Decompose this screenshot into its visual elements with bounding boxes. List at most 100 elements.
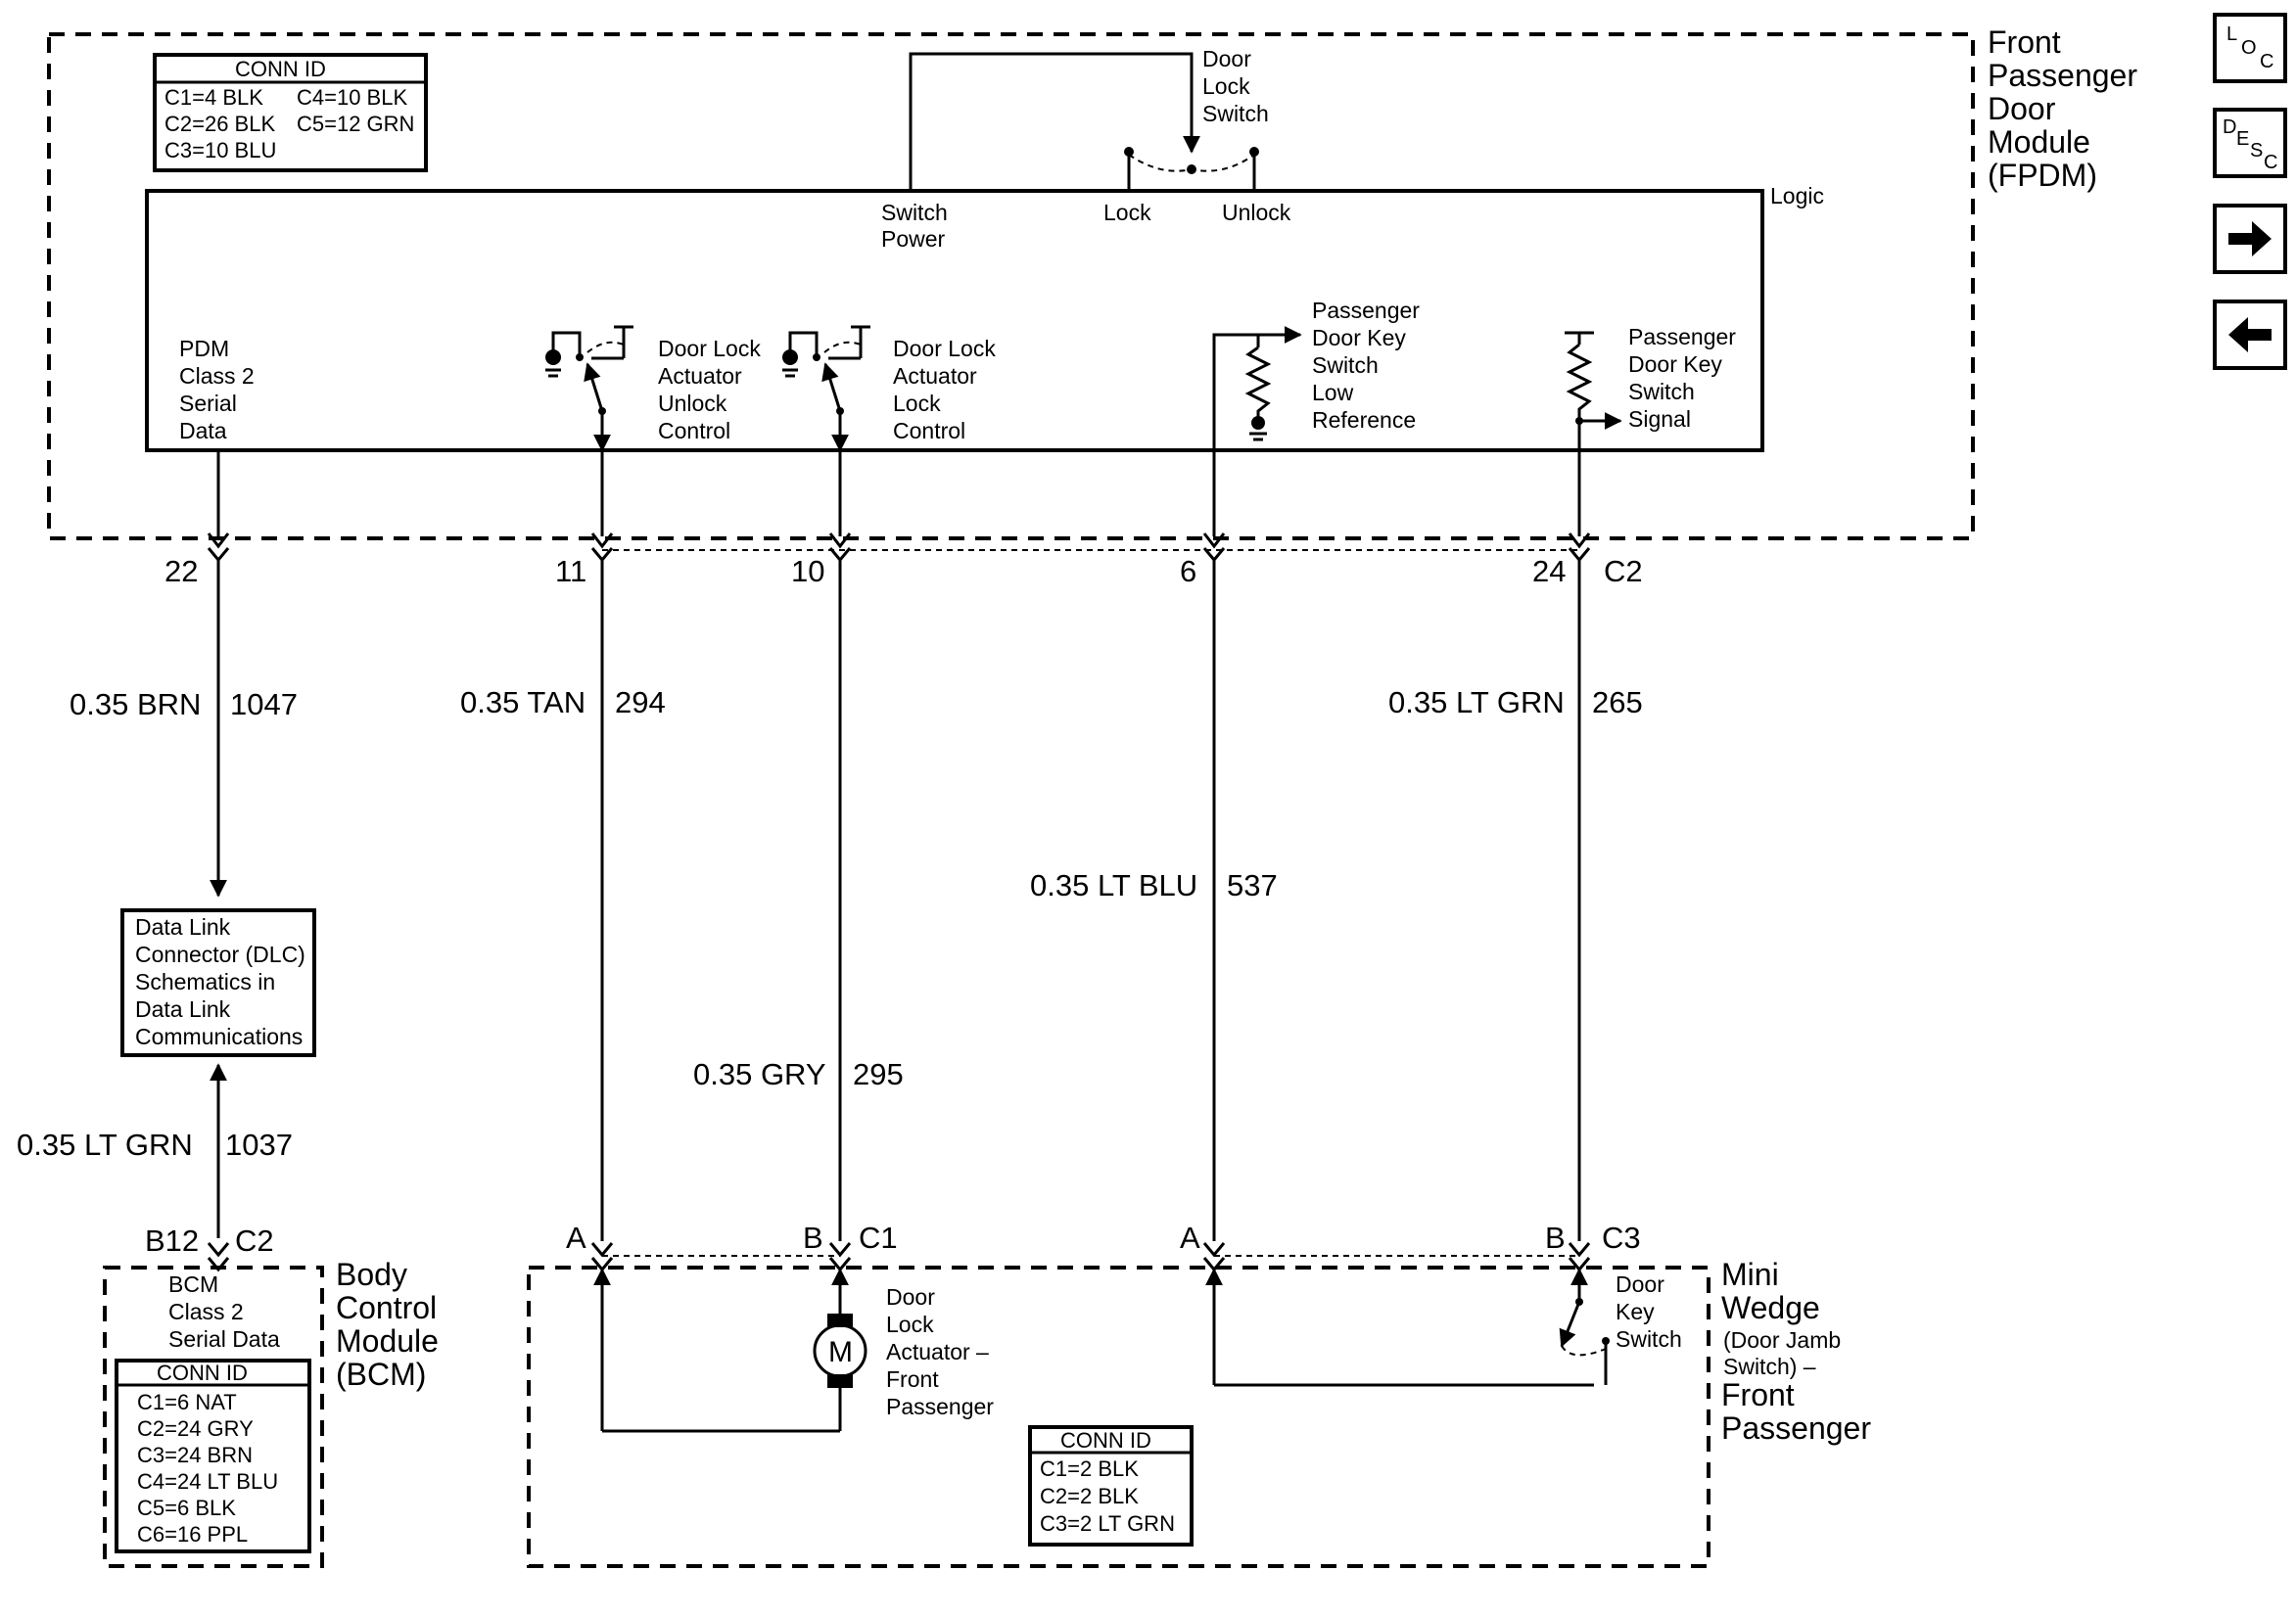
svg-text:Connector (DLC): Connector (DLC) (135, 942, 305, 967)
connector-c2-top: 22 11 10 6 24 C2 (164, 532, 1643, 588)
bcm-conn-c2: C2 (235, 1224, 274, 1258)
svg-text:Key: Key (1616, 1299, 1655, 1324)
svg-text:Switch: Switch (1312, 352, 1379, 378)
svg-text:C6=16 PPL: C6=16 PPL (137, 1522, 248, 1547)
wire-537-circuit: 537 (1227, 868, 1278, 902)
svg-text:Passenger: Passenger (1312, 298, 1420, 323)
fpdm-module: Front Passenger Door Module (FPDM) CONN … (47, 24, 2137, 540)
svg-text:C5=6 BLK: C5=6 BLK (137, 1496, 236, 1520)
switch-power-label-2: Power (881, 226, 946, 252)
mini-wedge-module: M Door Lock Actuator – Front Passenger D… (527, 1257, 1871, 1568)
wires (210, 450, 1581, 1241)
pin-6: 6 (1180, 554, 1196, 588)
svg-text:C1=4 BLK: C1=4 BLK (164, 85, 263, 110)
door-key-switch-label: Door Key Switch (1616, 1271, 1682, 1352)
logic-label: Logic (1770, 183, 1824, 208)
switch-power-label: Switch (881, 200, 948, 225)
svg-text:Class 2: Class 2 (168, 1299, 244, 1324)
svg-text:Passenger: Passenger (1628, 324, 1736, 349)
svg-text:Front: Front (1988, 24, 2061, 60)
svg-text:Door Key: Door Key (1628, 351, 1722, 377)
svg-text:Switch: Switch (1616, 1326, 1682, 1352)
svg-text:C: C (2260, 51, 2273, 72)
svg-text:(BCM): (BCM) (336, 1357, 426, 1392)
svg-text:Door Key: Door Key (1312, 325, 1406, 350)
svg-text:Door Lock: Door Lock (658, 336, 761, 361)
svg-text:Module: Module (1988, 124, 2090, 160)
svg-text:Front: Front (886, 1366, 939, 1392)
mini-wedge-title: Mini Wedge (Door Jamb Switch) – Front Pa… (1721, 1257, 1871, 1446)
pin-24: 24 (1532, 554, 1566, 588)
svg-text:BCM: BCM (168, 1271, 218, 1297)
svg-text:Switch: Switch (1628, 379, 1695, 404)
svg-text:Body: Body (336, 1257, 407, 1292)
svg-text:Door: Door (1616, 1271, 1664, 1297)
svg-text:Switch: Switch (1202, 101, 1269, 126)
wire-1037-color: 0.35 LT GRN (17, 1128, 193, 1162)
unlock-label: Unlock (1222, 200, 1291, 225)
svg-text:Door: Door (1202, 46, 1251, 71)
svg-text:Control: Control (893, 418, 965, 443)
wire-265-color: 0.35 LT GRN (1388, 685, 1565, 719)
lock-label: Lock (1103, 200, 1151, 225)
svg-text:CONN ID: CONN ID (1060, 1428, 1151, 1453)
next-button[interactable] (2213, 204, 2287, 274)
desc-button[interactable]: D E S C (2213, 108, 2287, 178)
svg-text:C3=24 BRN: C3=24 BRN (137, 1443, 253, 1467)
svg-text:M: M (828, 1336, 853, 1368)
pin-11: 11 (555, 554, 586, 588)
svg-text:C2=26 BLK: C2=26 BLK (164, 112, 275, 136)
svg-text:Data Link: Data Link (135, 996, 231, 1022)
svg-text:Serial: Serial (179, 391, 237, 416)
pin-b-c1: B (803, 1221, 823, 1255)
svg-text:Passenger: Passenger (886, 1394, 994, 1419)
wire-295-color: 0.35 GRY (693, 1057, 826, 1091)
loc-button[interactable]: L O C (2213, 13, 2287, 83)
bcm-conn-id-table: CONN ID C1=6 NAT C2=24 GRY C3=24 BRN C4=… (115, 1359, 311, 1553)
prev-button[interactable] (2213, 300, 2287, 370)
svg-text:C4=10 BLK: C4=10 BLK (297, 85, 407, 110)
svg-text:Class 2: Class 2 (179, 363, 255, 389)
location-icon: L O C (2226, 23, 2273, 72)
svg-text:Front: Front (1721, 1377, 1795, 1412)
pin-a-c3: A (1180, 1221, 1200, 1255)
logic-box (145, 189, 1764, 452)
svg-text:C3=2 LT GRN: C3=2 LT GRN (1040, 1511, 1175, 1536)
svg-text:CONN ID: CONN ID (235, 57, 326, 81)
wire-1037-circuit: 1037 (225, 1128, 293, 1162)
svg-text:O: O (2241, 37, 2257, 59)
svg-text:(Door Jamb: (Door Jamb (1723, 1327, 1841, 1353)
pin-b-c3: B (1545, 1221, 1566, 1255)
svg-text:Switch) –: Switch) – (1723, 1354, 1816, 1379)
svg-text:Door Lock: Door Lock (893, 336, 996, 361)
fpdm-title: Front Passenger Door Module (FPDM) (1988, 24, 2137, 193)
svg-text:C3=10 BLU: C3=10 BLU (164, 138, 276, 162)
key-switch-low-reference: Passenger Door Key Switch Low Reference (1212, 298, 1420, 450)
connector-c1-label: C1 (859, 1221, 898, 1255)
svg-text:Actuator –: Actuator – (886, 1339, 989, 1364)
wire-265-circuit: 265 (1592, 685, 1643, 719)
svg-text:Data: Data (179, 418, 227, 443)
svg-text:Unlock: Unlock (658, 391, 727, 416)
svg-text:Lock: Lock (893, 391, 941, 416)
svg-text:Signal: Signal (1628, 406, 1691, 432)
wire-labels: 0.35 BRN 1047 0.35 TAN 294 0.35 LT GRN 2… (17, 685, 1643, 1162)
svg-text:Reference: Reference (1312, 407, 1416, 433)
svg-text:Lock: Lock (886, 1312, 934, 1337)
svg-text:Control: Control (336, 1290, 437, 1325)
bcm-module: B12 C2 BCM Class 2 Serial Data Body Cont… (103, 1224, 439, 1568)
svg-text:Actuator: Actuator (658, 363, 742, 389)
svg-text:C2=2 BLK: C2=2 BLK (1040, 1484, 1139, 1508)
connector-c3-label: C3 (1602, 1221, 1641, 1255)
svg-text:S: S (2250, 140, 2263, 162)
svg-text:Low: Low (1312, 380, 1354, 405)
svg-text:Communications: Communications (135, 1024, 303, 1049)
svg-text:Data Link: Data Link (135, 914, 231, 940)
wire-294-circuit: 294 (615, 685, 666, 719)
bcm-pin-b12: B12 (145, 1224, 199, 1258)
svg-text:Mini: Mini (1721, 1257, 1779, 1292)
dlc-box: Data Link Connector (DLC) Schematics in … (120, 908, 316, 1057)
svg-text:Passenger: Passenger (1988, 58, 2137, 93)
door-lock-switch: Door Lock Switch (909, 46, 1269, 191)
